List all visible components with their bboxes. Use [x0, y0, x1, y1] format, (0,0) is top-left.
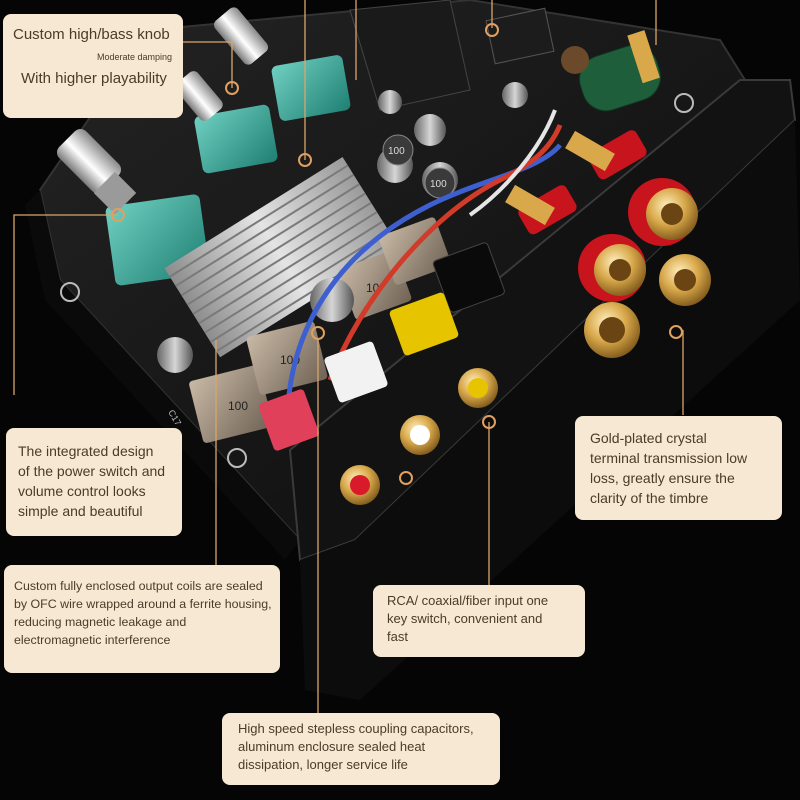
callout-line: fast [387, 629, 408, 644]
callout-input-switch: RCA/ coaxial/fiber input one key switch,… [373, 585, 585, 657]
callout-output-coils: Custom fully enclosed output coils are s… [4, 565, 280, 673]
callout-line: of the power switch and [18, 463, 166, 479]
yellow-jack-body [389, 292, 459, 356]
callout-line: Custom fully enclosed output coils are s… [14, 579, 263, 593]
callout-gold-terminal: Gold-plated crystal terminal transmissio… [575, 416, 782, 520]
callout-line: simple and beautiful [18, 503, 143, 519]
white-jack-body [324, 341, 388, 403]
wire-white [468, 109, 557, 217]
standoff [157, 337, 193, 373]
callout-markers [111, 23, 683, 485]
output-coil: 100 [189, 365, 273, 443]
speaker-terminals [505, 130, 711, 358]
callout-knob-tagline: With higher playability [21, 70, 167, 87]
callout-line: clarity of the timbre [590, 490, 709, 506]
treble-knob [175, 71, 278, 174]
coil-label: 100 [228, 399, 248, 413]
red-jack-body [259, 389, 319, 451]
callout-line: volume control looks [18, 483, 146, 499]
heatsink [164, 156, 399, 358]
callout-line: Gold-plated crystal [590, 430, 707, 446]
transistor [310, 278, 354, 322]
callout-knob-title: Custom high/bass knob [13, 26, 170, 43]
wire-red [327, 124, 563, 381]
callout-line: by OFC wire wrapped around a ferrite hou… [14, 597, 272, 611]
callout-line: High speed stepless coupling capacitors, [238, 721, 474, 736]
pcb-edge [25, 190, 300, 560]
callout-line: key switch, convenient and [387, 611, 543, 626]
callout-line: RCA/ coaxial/fiber input one [387, 593, 549, 608]
callout-knob-sub: Moderate damping [97, 52, 173, 62]
bass-knob [213, 7, 351, 121]
callout-line: reducing magnetic leakage and [14, 615, 187, 629]
coupling-capacitor: 100 [382, 134, 414, 166]
dsp-chip [485, 7, 555, 65]
callout-capacitors: High speed stepless coupling capacitors,… [222, 713, 500, 785]
power-jack [349, 0, 471, 111]
callout-power-switch: The integrated design of the power switc… [6, 428, 182, 536]
cap-label: 100 [430, 179, 447, 190]
mount-hole [60, 282, 80, 302]
callout-knob: Custom high/bass knob Moderate damping W… [3, 14, 183, 118]
callout-line: dissipation, longer service life [238, 757, 408, 772]
callout-line: aluminum enclosure sealed heat [238, 739, 426, 754]
mount-hole [674, 93, 694, 113]
callout-line: electromagnetic interference [14, 633, 171, 647]
leader-lines [13, 0, 684, 715]
callout-line: loss, greatly ensure the [590, 470, 735, 486]
optical-input [432, 242, 505, 313]
callout-line: terminal transmission low [590, 450, 748, 466]
cap-label: 100 [388, 146, 405, 157]
mount-hole [227, 448, 247, 468]
callout-line: The integrated design [18, 443, 154, 459]
